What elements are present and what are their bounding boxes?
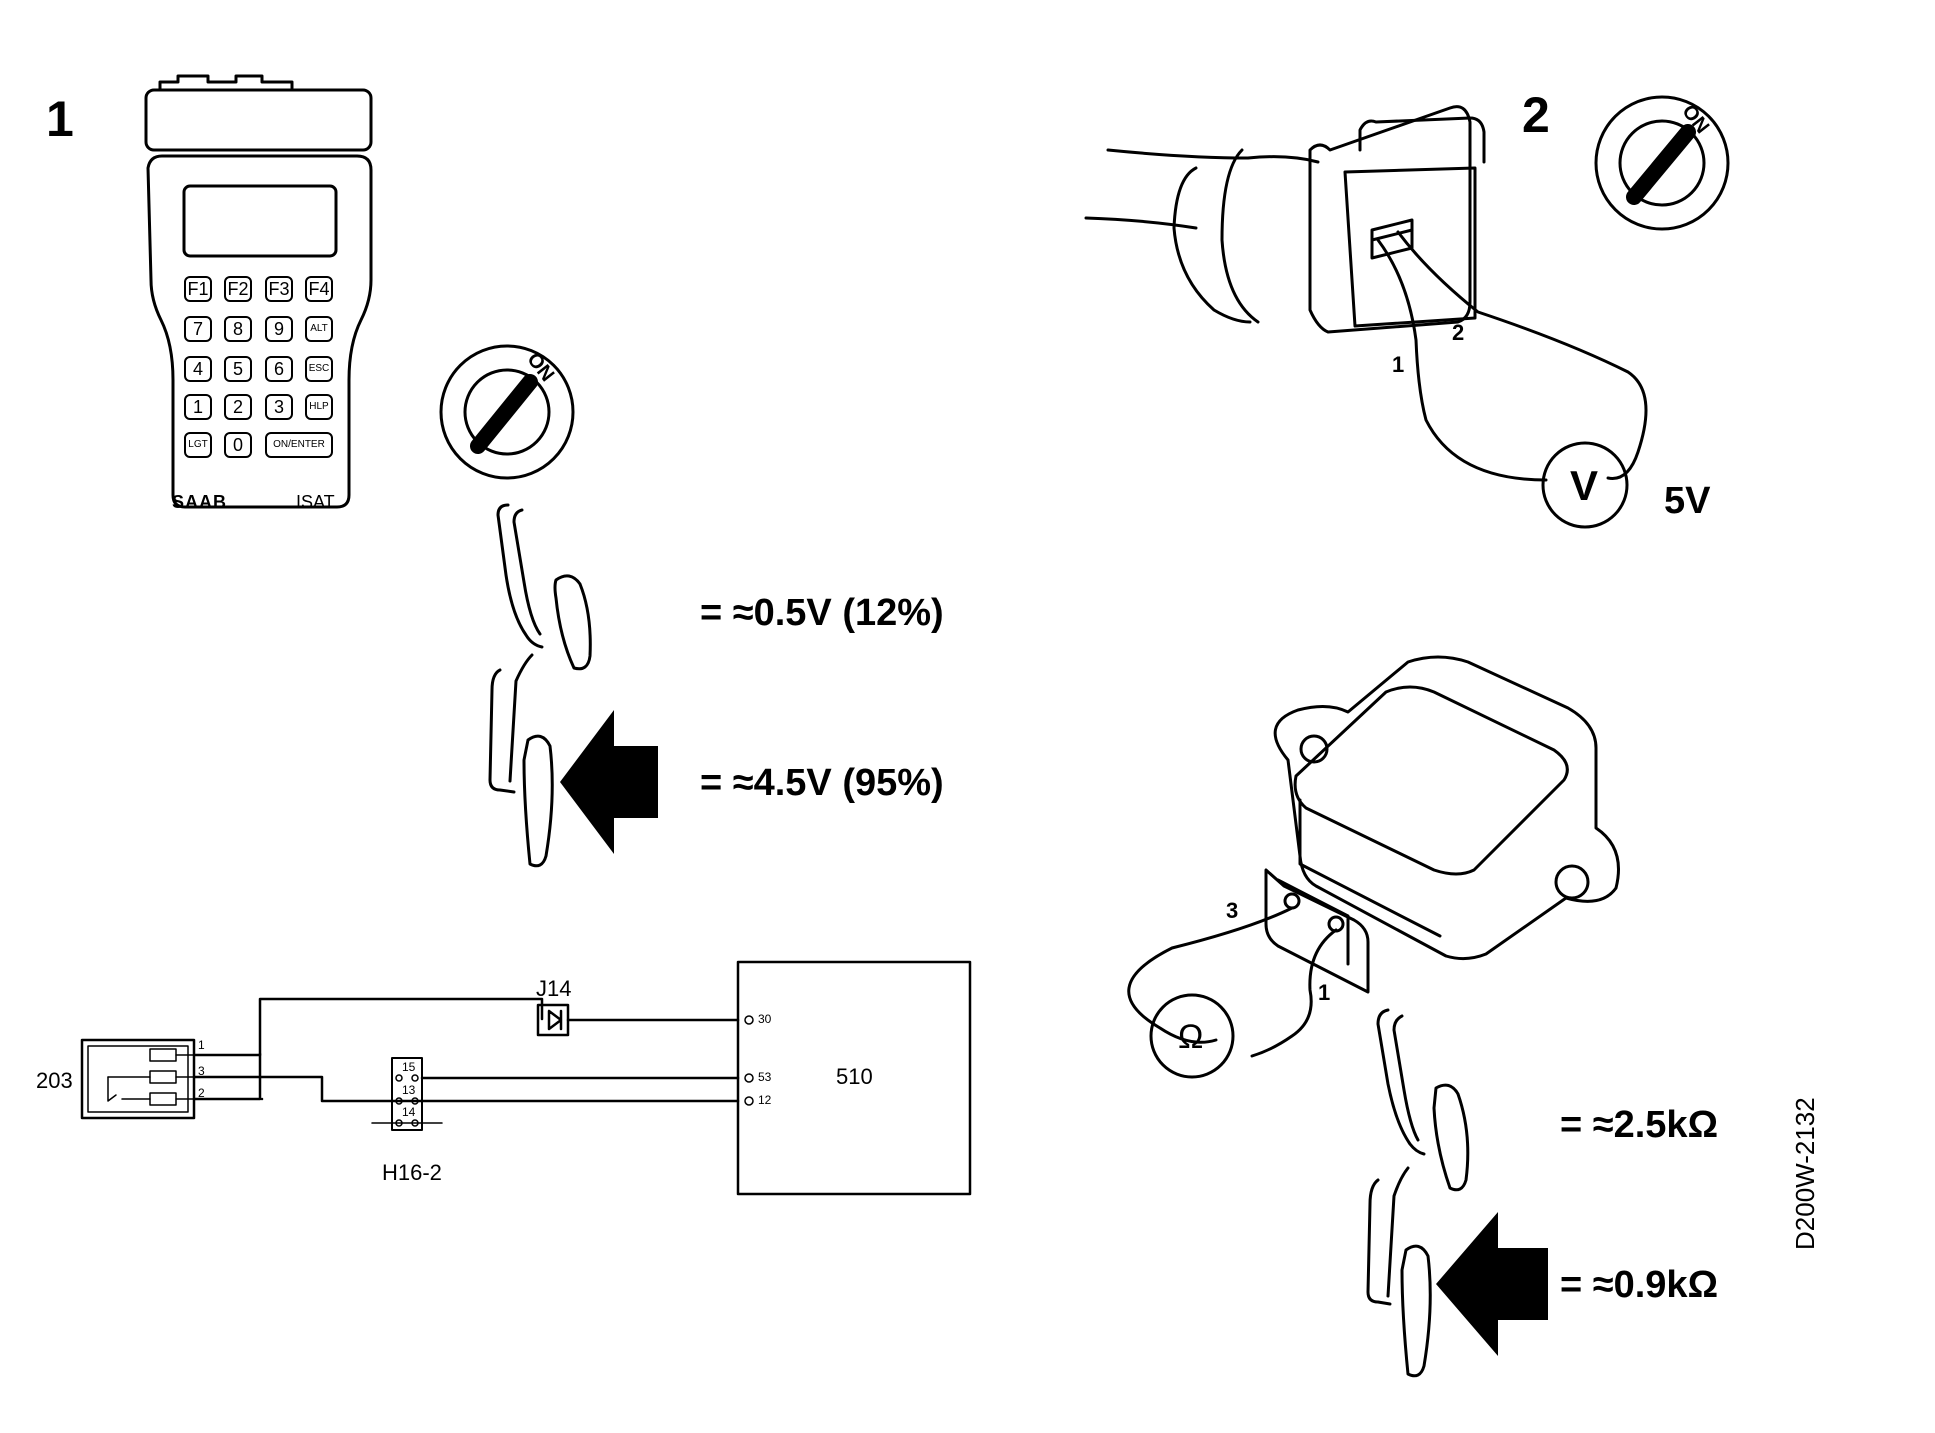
key-f2: F2: [224, 276, 252, 302]
step-2-number: 2: [1522, 87, 1550, 143]
key-8: 8: [224, 316, 252, 342]
arrow-pressed-1: [560, 710, 658, 854]
ecu-pin-53: 53: [758, 1070, 772, 1084]
key-lgt: LGT: [184, 432, 212, 458]
ecu-510-label: 510: [836, 1064, 873, 1089]
key-esc: ESC: [305, 356, 333, 382]
tester-model: ISAT: [296, 492, 335, 512]
ignition-switch-1-drawing: [439, 344, 575, 480]
connector-pin-1: 1: [1392, 352, 1405, 377]
junction-j14-label: J14: [536, 976, 572, 1001]
connector-pin-15: 15: [402, 1060, 416, 1074]
key-hlp: HLP: [305, 394, 333, 420]
figure-id: D200W-2132: [1790, 1097, 1820, 1250]
pedal-released-2-drawing: [1376, 1008, 1470, 1192]
throttle-sensor-drawing: [1127, 655, 1620, 1079]
key-on-enter: ON/ENTER: [265, 432, 333, 458]
resistance-pressed: = ≈0.9kΩ: [1560, 1264, 1719, 1306]
key-f4: F4: [305, 276, 333, 302]
arrow-pressed-2: [1436, 1212, 1548, 1356]
pedal-released-1-drawing: [496, 503, 592, 671]
connector-pin-13: 13: [402, 1083, 416, 1097]
wiring-diagram-drawing: [80, 960, 972, 1196]
key-9: 9: [265, 316, 293, 342]
key-5: 5: [224, 356, 252, 382]
pedal-pressed-2-drawing: [1366, 1166, 1432, 1378]
key-1: 1: [184, 394, 212, 420]
component-203-label: 203: [36, 1068, 73, 1093]
key-4: 4: [184, 356, 212, 382]
key-f3: F3: [265, 276, 293, 302]
voltmeter-symbol: V: [1570, 462, 1599, 509]
component-pin-2: 2: [198, 1086, 205, 1100]
connector-pin-2: 2: [1452, 320, 1465, 345]
resistance-released: = ≈2.5kΩ: [1560, 1104, 1719, 1146]
tester-brand: SAAB: [172, 492, 228, 512]
isat-tester-drawing: [144, 74, 373, 509]
ecu-pin-12: 12: [758, 1093, 772, 1107]
key-3: 3: [265, 394, 293, 420]
connector-pin-14: 14: [402, 1105, 416, 1119]
voltage-pressed: = ≈4.5V (95%): [700, 762, 944, 804]
key-f1: F1: [184, 276, 212, 302]
key-6: 6: [265, 356, 293, 382]
sensor-pin-3: 3: [1226, 898, 1239, 923]
component-pin-1: 1: [198, 1038, 205, 1052]
connector-h16-2-label: H16-2: [382, 1160, 442, 1185]
ecu-pin-30: 30: [758, 1012, 772, 1026]
voltage-reading: 5V: [1664, 480, 1711, 522]
sensor-pin-1: 1: [1318, 980, 1331, 1005]
voltage-released: = ≈0.5V (12%): [700, 592, 944, 634]
ohmmeter-symbol: Ω: [1178, 1018, 1204, 1056]
component-pin-3: 3: [198, 1064, 205, 1078]
pedal-pressed-1-drawing: [488, 653, 554, 868]
connector-probe-drawing: [1084, 95, 1730, 529]
key-2: 2: [224, 394, 252, 420]
key-0: 0: [224, 432, 252, 458]
step-1-number: 1: [46, 91, 74, 147]
key-alt: ALT: [305, 316, 333, 342]
key-7: 7: [184, 316, 212, 342]
